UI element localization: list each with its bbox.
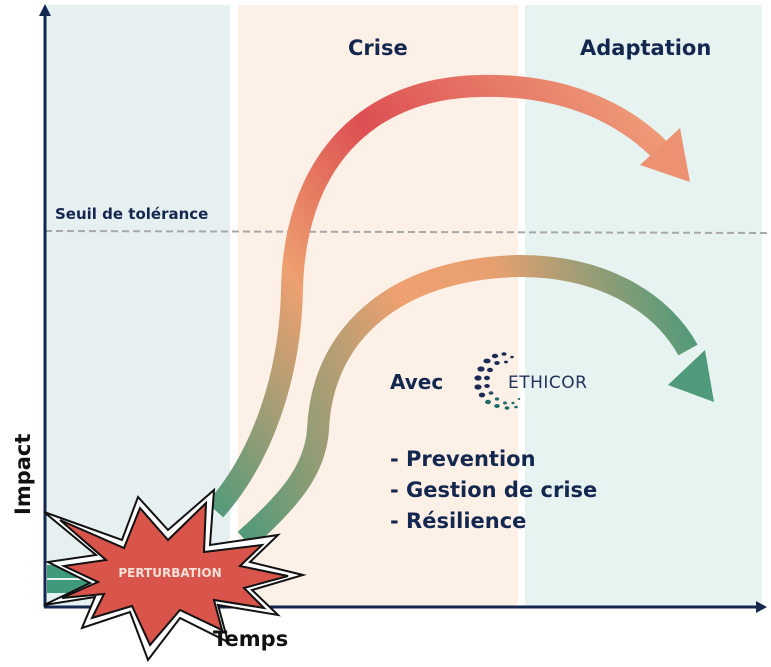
perturbation-label: PERTURBATION bbox=[118, 566, 221, 580]
benefit-item: - Gestion de crise bbox=[390, 478, 598, 502]
y-axis-arrow-icon bbox=[39, 4, 51, 16]
x-axis-label: Temps bbox=[213, 627, 289, 651]
benefits-list: - Prevention - Gestion de crise - Résili… bbox=[390, 444, 597, 537]
brand-name: ETHICOR bbox=[508, 373, 588, 393]
curve-without-support bbox=[206, 74, 668, 518]
phase-label-crise: Crise bbox=[348, 36, 408, 60]
ethicor-logo-icon bbox=[474, 352, 521, 410]
solution-prefix: Avec bbox=[390, 370, 444, 394]
perturbation-burst: PERTURBATION bbox=[43, 487, 307, 663]
curve-with-ethicor-arrowhead bbox=[668, 350, 714, 402]
curve-without-support-arrowhead bbox=[640, 128, 690, 182]
curve-with-ethicor bbox=[237, 254, 698, 549]
benefit-item: - Prevention bbox=[390, 447, 536, 471]
threshold-label: Seuil de tolérance bbox=[55, 205, 209, 223]
benefit-item: - Résilience bbox=[390, 509, 527, 533]
x-axis-arrow-icon bbox=[756, 601, 767, 613]
phase-label-adaptation: Adaptation bbox=[580, 36, 712, 60]
threshold-line bbox=[44, 230, 771, 234]
y-axis-label: Impact bbox=[11, 433, 35, 515]
